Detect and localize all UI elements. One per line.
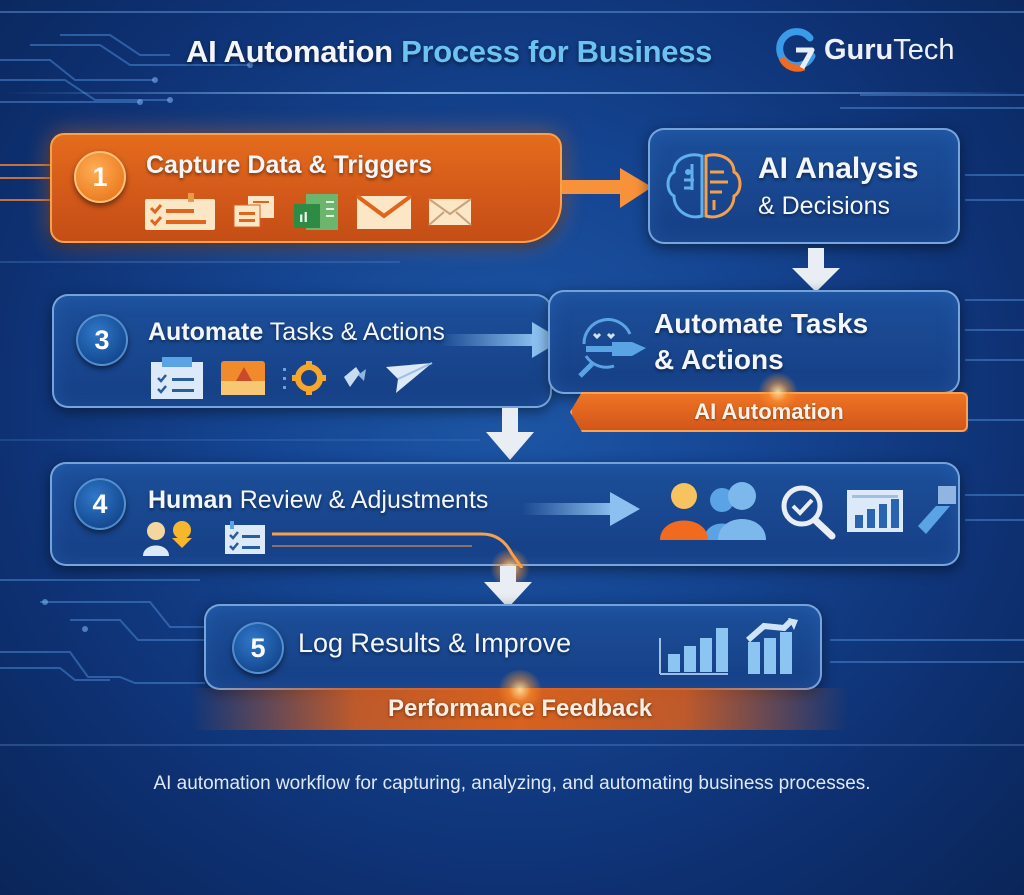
- title-part-blue: Process for Business: [401, 34, 713, 69]
- arrow-down-icon: [484, 566, 532, 608]
- gurutech-g-icon: [776, 28, 816, 72]
- users-icon: [143, 521, 192, 556]
- step-4-right-icons: [656, 482, 960, 540]
- step-5-box: 5 Log Results & Improve: [204, 604, 822, 690]
- glow-effect: [496, 670, 544, 710]
- task-list-icon: [151, 357, 203, 399]
- page-title: AI Automation Process for Business: [186, 34, 712, 70]
- step-2-subtitle: & Decisions: [758, 192, 890, 220]
- arrow-down-icon: [792, 248, 840, 292]
- step-1-icons: ıl: [144, 193, 472, 231]
- svg-text:ıl: ıl: [299, 211, 308, 226]
- step-4-title: Human Review & Adjustments: [148, 486, 488, 515]
- title-part-white: AI Automation: [186, 34, 393, 69]
- logo-text: GuruTech: [824, 33, 955, 66]
- glow-effect: [758, 372, 798, 412]
- team-icon: [660, 482, 766, 540]
- checklist-icon: [145, 193, 215, 230]
- step-5-number: 5: [232, 622, 284, 674]
- bar-chart-icon: [847, 490, 903, 532]
- checklist-icon: [225, 521, 265, 554]
- step-5-icons: [658, 618, 798, 676]
- arrow-right-icon: [522, 492, 640, 526]
- step-3b-box: Automate Tasks & Actions: [548, 290, 960, 394]
- step-3b-subtitle: & Actions: [654, 344, 784, 375]
- email-icon: [356, 194, 412, 229]
- gurutech-logo: GuruTech: [774, 28, 955, 72]
- ai-brain-icon: [666, 153, 742, 219]
- spreadsheet-icon: ıl: [294, 194, 338, 230]
- step-3-title-bold: Automate: [148, 318, 264, 346]
- robot-connector-icon: [578, 318, 646, 378]
- title-divider: [0, 92, 1024, 94]
- step-4-title-bold: Human: [148, 486, 233, 514]
- step-4-box: 4 Human Review & Adjustments: [50, 462, 960, 568]
- send-icon: [386, 362, 433, 393]
- step-2-title: AI Analysis: [758, 152, 919, 185]
- folder-icon: [221, 361, 265, 395]
- magnifier-check-icon: [781, 485, 836, 540]
- step-1-box: 1 Capture Data & Triggers ıl: [50, 133, 562, 243]
- bar-chart-icon: [659, 628, 728, 675]
- growth-chart-icon: [746, 618, 798, 674]
- step-2-box: AI Analysis & Decisions: [648, 128, 960, 244]
- step-3b-title: Automate Tasks: [654, 308, 869, 339]
- step-3-box: 3 Automate Tasks & Actions: [52, 294, 552, 408]
- step-4-title-regular: Review & Adjustments: [239, 486, 489, 514]
- step-5-title: Log Results & Improve: [298, 628, 572, 658]
- tool-icon: [344, 367, 366, 387]
- puzzle-icon: [918, 486, 956, 534]
- caption: AI automation workflow for capturing, an…: [153, 773, 871, 794]
- step-4-number: 4: [74, 478, 126, 530]
- step-4-left-icons: [142, 520, 266, 556]
- arrow-right-icon: [440, 322, 562, 358]
- step-3-title: Automate Tasks & Actions: [148, 318, 445, 347]
- arrow-right-icon: [562, 168, 652, 208]
- envelope-icon: [428, 198, 472, 226]
- step-3-icons: [150, 356, 434, 400]
- arrow-down-icon: [486, 408, 534, 460]
- step-3-number: 3: [76, 314, 128, 366]
- gear-icon: [283, 361, 326, 395]
- step-1-number: 1: [74, 151, 126, 203]
- step-3-title-regular: Tasks & Actions: [269, 318, 445, 346]
- documents-icon: [233, 196, 274, 228]
- step-1-title: Capture Data & Triggers: [146, 151, 433, 179]
